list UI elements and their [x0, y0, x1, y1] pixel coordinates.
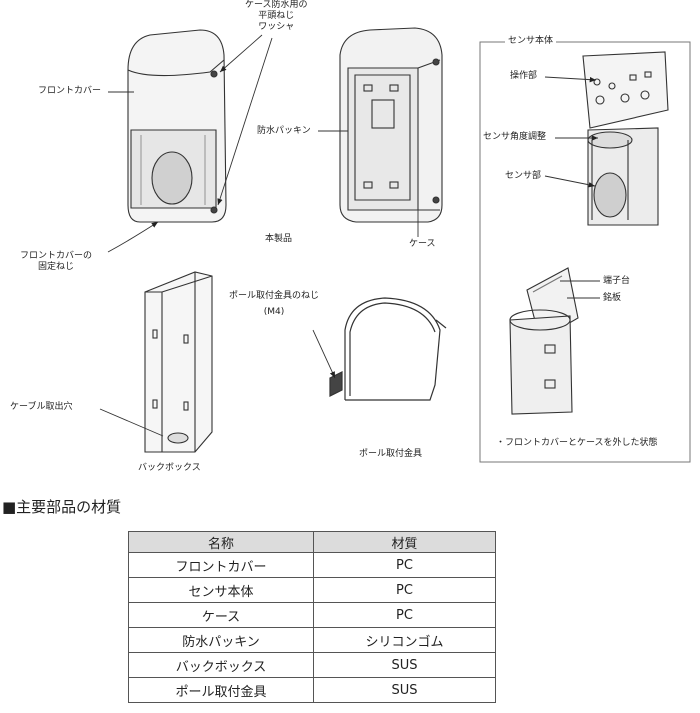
case-screw-washer-label: ケース防水用の 平頭ねじ ワッシャ [245, 0, 308, 32]
materials-table: 名称 材質 フロントカバー PC センサ本体 PC ケース PC 防水パッキン … [128, 531, 496, 703]
header-material: 材質 [313, 531, 496, 553]
case-device [339, 27, 443, 223]
sensor-body-frame [479, 41, 691, 463]
table-row: フロントカバー PC [128, 552, 496, 578]
part-name: センサ本体 [128, 577, 314, 603]
part-material: SUS [313, 677, 496, 703]
sensor-body-label: センサ本体 [505, 36, 557, 47]
part-material: PC [313, 577, 496, 603]
header-name: 名称 [128, 531, 314, 553]
removed-state-note: ・フロントカバーとケースを外した状態 [496, 438, 658, 448]
case-label: ケース [409, 239, 436, 249]
table-row: 防水パッキン シリコンゴム [128, 627, 496, 653]
terminal-block-label: 端子台 [603, 276, 631, 286]
part-material: PC [313, 552, 496, 578]
sensor-unit-label: センサ部 [505, 171, 542, 181]
part-name: ケース [128, 602, 314, 628]
waterproof-packing-label: 防水パッキン [257, 126, 311, 136]
cable-hole-label: ケーブル取出穴 [10, 402, 73, 412]
part-name: バックボックス [128, 652, 314, 678]
part-name: ポール取付金具 [128, 677, 314, 703]
product-label: 本製品 [265, 234, 293, 244]
operation-unit-label: 操作部 [510, 71, 538, 81]
pole-bracket-device [329, 297, 447, 401]
nameplate-label: 銘板 [603, 293, 622, 303]
sensor-angle-adjust-label: センサ角度調整 [483, 132, 547, 142]
part-material: シリコンゴム [313, 627, 496, 653]
materials-heading: ■主要部品の材質 [2, 498, 122, 516]
part-material: SUS [313, 652, 496, 678]
table-header-row: 名称 材質 [128, 531, 496, 553]
front-cover-label: フロントカバー [38, 86, 102, 96]
table-row: ケース PC [128, 602, 496, 628]
table-row: ポール取付金具 SUS [128, 677, 496, 703]
sensor-body-device [582, 51, 669, 226]
sensor-removed-device [509, 267, 579, 415]
table-row: センサ本体 PC [128, 577, 496, 603]
front-cover-screw-label: フロントカバーの 固定ねじ [20, 251, 93, 272]
back-box-label: バックボックス [138, 463, 201, 473]
back-box-device [144, 271, 213, 453]
part-material: PC [313, 602, 496, 628]
part-name: フロントカバー [128, 552, 314, 578]
pole-bracket-label: ポール取付金具 [359, 449, 423, 459]
table-row: バックボックス SUS [128, 652, 496, 678]
part-name: 防水パッキン [128, 627, 314, 653]
front-cover-device [127, 29, 227, 223]
pole-screw-label: ポール取付金具のねじ (M4) [229, 291, 320, 317]
parts-diagram [99, 27, 691, 463]
